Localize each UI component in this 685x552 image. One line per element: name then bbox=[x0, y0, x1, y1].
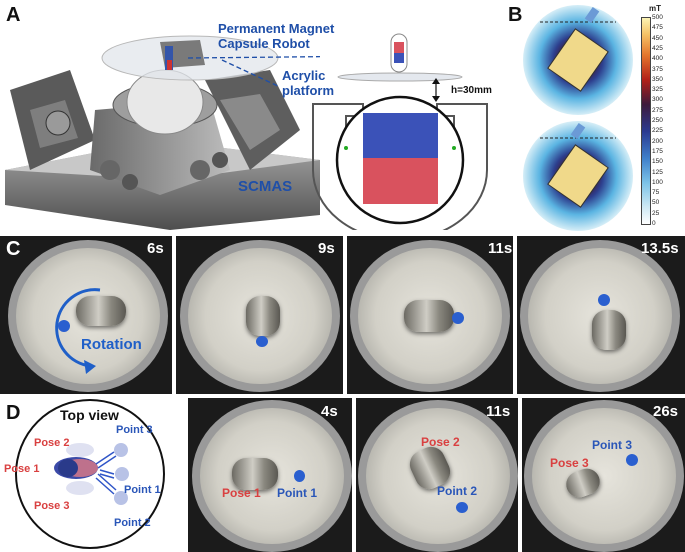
timestamp: 4s bbox=[321, 403, 338, 420]
field-map-top bbox=[523, 5, 633, 115]
colorbar-tick: 275 bbox=[652, 106, 663, 114]
label-pose-2-photo: Pose 2 bbox=[421, 435, 460, 449]
timestamp: 11s bbox=[488, 240, 513, 257]
timestamp: 26s bbox=[653, 403, 679, 420]
capsule-robot-c4 bbox=[592, 310, 626, 350]
label-point-1: Point 1 bbox=[124, 484, 161, 496]
colorbar-tick: 450 bbox=[652, 34, 663, 42]
colorbar-tick: 25 bbox=[652, 209, 660, 217]
colorbar-tick: 425 bbox=[652, 44, 663, 52]
label-platform: platform bbox=[282, 83, 334, 98]
top-view-diagram bbox=[15, 399, 165, 549]
panel-d-letter: D bbox=[6, 402, 21, 424]
colorbar bbox=[641, 17, 651, 225]
label-capsule-robot: Capsule Robot bbox=[218, 36, 310, 51]
colorbar-tick: 200 bbox=[652, 137, 663, 145]
timestamp: 11s bbox=[486, 403, 511, 420]
blue-target-dot bbox=[58, 320, 70, 332]
colorbar-tick: 375 bbox=[652, 65, 663, 73]
blue-target-dot bbox=[626, 454, 638, 466]
timestamp: 9s bbox=[318, 240, 335, 257]
colorbar-ticks: 500 475 450 425 400 375 350 325 300 275 … bbox=[652, 14, 685, 229]
colorbar-tick: 100 bbox=[652, 178, 663, 186]
label-point-3-photo: Point 3 bbox=[592, 438, 633, 452]
label-pose-3-photo: Pose 3 bbox=[550, 456, 589, 470]
blue-target-dot bbox=[256, 336, 268, 347]
timestamp: 13.5s bbox=[641, 240, 679, 257]
label-acrylic: Acrylic bbox=[282, 68, 326, 83]
colorbar-tick: 325 bbox=[652, 86, 663, 94]
colorbar-tick: 500 bbox=[652, 14, 663, 21]
colorbar-unit: mT bbox=[649, 4, 661, 13]
blue-target-dot bbox=[598, 294, 610, 306]
timestamp: 6s bbox=[147, 240, 164, 257]
colorbar-tick: 50 bbox=[652, 199, 660, 207]
blue-target-dot bbox=[452, 312, 464, 324]
label-permanent-magnet: Permanent Magnet bbox=[218, 21, 335, 36]
label-point-3: Point 3 bbox=[116, 424, 153, 436]
capsule-schematic bbox=[312, 33, 488, 230]
capsule-robot-c2 bbox=[246, 296, 280, 336]
colorbar-tick: 350 bbox=[652, 75, 663, 83]
colorbar-tick: 300 bbox=[652, 96, 663, 104]
magnetic-field-maps bbox=[523, 5, 633, 231]
label-top-view: Top view bbox=[60, 407, 119, 423]
scmas-device-illustration bbox=[5, 35, 320, 230]
colorbar-tick: 150 bbox=[652, 158, 663, 166]
colorbar-tick: 75 bbox=[652, 189, 660, 197]
colorbar-tick: 125 bbox=[652, 168, 663, 176]
label-pose-1: Pose 1 bbox=[4, 463, 40, 475]
capsule-robot-c1 bbox=[76, 296, 126, 326]
label-point-2-photo: Point 2 bbox=[437, 484, 478, 498]
label-height: h=30mm bbox=[451, 85, 492, 96]
field-map-bottom bbox=[523, 121, 633, 231]
label-point-2: Point 2 bbox=[114, 517, 151, 529]
label-pose-3: Pose 3 bbox=[34, 500, 70, 512]
blue-target-dot bbox=[294, 470, 305, 482]
colorbar-tick: 400 bbox=[652, 55, 663, 63]
panel-c-letter: C bbox=[6, 238, 21, 260]
rotation-arrow bbox=[55, 288, 101, 374]
label-point-1-photo: Point 1 bbox=[277, 486, 318, 500]
panel-a-letter: A bbox=[6, 4, 21, 26]
colorbar-tick: 225 bbox=[652, 127, 663, 135]
label-pose-1-photo: Pose 1 bbox=[222, 486, 261, 500]
colorbar-tick: 250 bbox=[652, 117, 663, 124]
capsule-robot-d1 bbox=[232, 458, 278, 490]
colorbar-tick: 0 bbox=[652, 220, 656, 227]
colorbar-tick: 175 bbox=[652, 147, 663, 155]
label-pose-2: Pose 2 bbox=[34, 437, 70, 449]
capsule-robot-c3 bbox=[404, 300, 454, 332]
label-rotation: Rotation bbox=[81, 336, 142, 353]
blue-target-dot bbox=[456, 502, 468, 513]
colorbar-tick: 475 bbox=[652, 24, 663, 32]
panel-b-letter: B bbox=[508, 4, 523, 26]
label-scmas: SCMAS bbox=[238, 178, 293, 195]
